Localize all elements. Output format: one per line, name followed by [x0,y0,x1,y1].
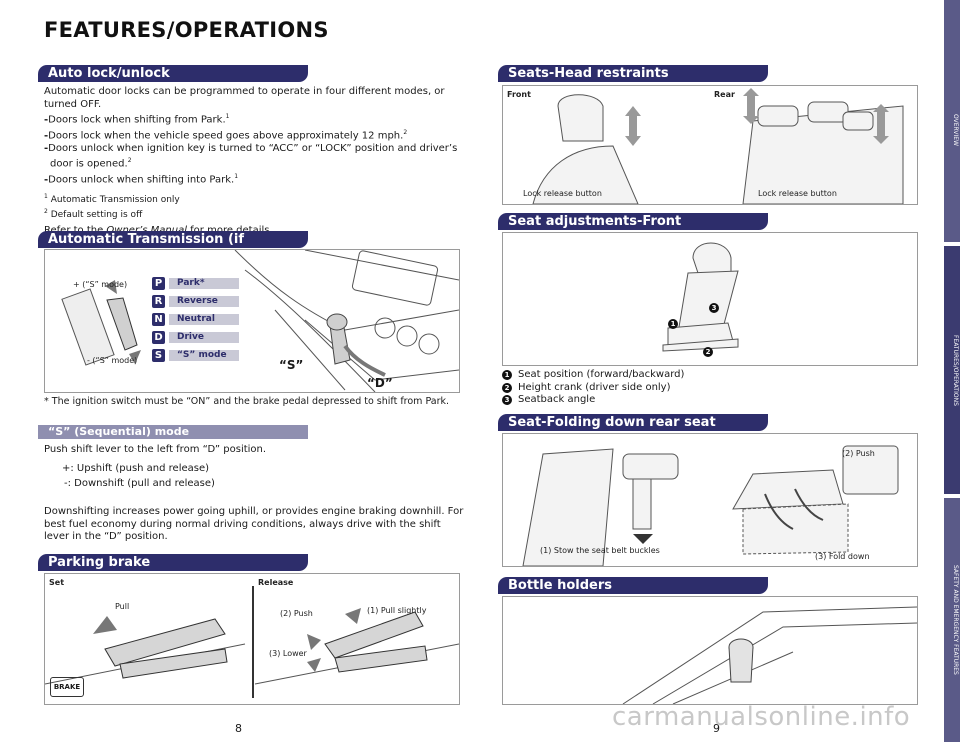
s-mode-intro: Push shift lever to the left from “D” po… [44,444,267,455]
side-tab-safety-label: SAFETY AND EMERGENCY FEATURES [952,565,959,675]
auto-lock-item: -Doors lock when the vehicle speed goes … [44,128,408,142]
s-callout: “S” [279,358,304,372]
side-tab-overview-label: OVERVIEW [952,114,959,146]
side-tab-features[interactable] [944,246,960,494]
side-tab-overview[interactable] [944,0,960,242]
auto-lock-text: Automatic door locks can be programmed t… [44,86,464,237]
section-header-auto-lock: Auto lock/unlock [38,65,308,82]
head-rear-label: Rear [714,90,735,99]
section-header-bottle: Bottle holders [498,577,768,594]
auto-lock-intro: Automatic door locks can be programmed t… [44,86,445,110]
d-callout: “D” [367,376,393,390]
s-mode-minus: -: Downshift (pull and release) [64,478,215,489]
side-tab-features-label: FEATURES/OPERATIONS [952,334,959,406]
rear-seat-fold-drawing [522,445,899,566]
section-header-parking: Parking brake [38,554,308,571]
fold-down-caption: (3) Fold down [815,552,870,561]
head-front-label: Front [507,90,531,99]
s-mode-plus: +: Upshift (push and release) [62,463,210,474]
auto-lock-item: -Doors unlock when ignition key is turne… [44,142,458,170]
section-header-s-mode: “S” (Sequential) mode [38,425,308,439]
parking-lower-label: (3) Lower [269,649,307,658]
divider [252,586,254,698]
parking-pull-label: Pull [115,602,130,611]
callout-2: 2 [703,347,713,357]
minus-s-mode-label: - (“S” mode) [87,356,138,365]
stow-buckles-caption: (1) Stow the seat belt buckles [540,546,660,555]
section-header-seat-fold: Seat-Folding down rear seat [498,414,768,431]
auto-lock-item: -Doors lock when shifting from Park.1 [44,113,230,126]
head-restraint-drawing [532,88,904,204]
parking-set-label: Set [49,578,65,587]
front-lock-release-caption: Lock release button [523,189,602,198]
page-number-right: 9 [713,722,720,735]
side-tab-safety[interactable] [944,498,960,742]
footnote: 2 Default setting is off [44,207,143,220]
parking-push-label: (2) Push [280,609,313,618]
footnote: 1 Automatic Transmission only [44,192,180,205]
head-restraint-illustration: Front Rear Lock release button Lock rele… [502,85,918,205]
parking-illustration: Set Release Pull (2) Push (1) Pull sligh… [44,573,460,705]
s-mode-paragraph: Downshifting increases power going uphil… [44,506,464,542]
seat-front-illustration: 1 2 3 [502,232,918,366]
callout-3: 3 [709,303,719,313]
section-header-seat-front: Seat adjustments-Front [498,213,768,230]
parking-pull-slightly-label: (1) Pull slightly [367,606,427,615]
shifter-drawing [61,250,459,392]
seat-fold-illustration: (1) Stow the seat belt buckles (2) Push … [502,433,918,567]
transmission-footnote: * The ignition switch must be “ON” and t… [44,396,450,407]
watermark: carmanualsonline.info [612,702,911,732]
brake-badge: BRAKE [50,677,84,697]
parking-brake-drawing [45,608,459,685]
parking-release-label: Release [258,578,294,587]
door-bottle-drawing [622,606,917,704]
push-caption: (2) Push [842,449,875,458]
plus-s-mode-label: + (“S” mode) [73,280,128,289]
front-seat-drawing [662,242,739,352]
page-title: FEATURES/OPERATIONS [44,18,329,42]
section-header-auto-trans: Automatic Transmission (if equipped) [38,231,308,264]
bottle-holder-illustration [502,596,918,705]
auto-lock-item: -Doors unlock when shifting into Park.1 [44,172,239,186]
page-number-left: 8 [235,722,242,735]
refer-text: Refer to the Owner’s Manual for more det… [44,225,464,238]
rear-lock-release-caption: Lock release button [758,189,837,198]
section-header-head-restraints: Seats-Head restraints [498,65,768,82]
callout-1: 1 [668,319,678,329]
